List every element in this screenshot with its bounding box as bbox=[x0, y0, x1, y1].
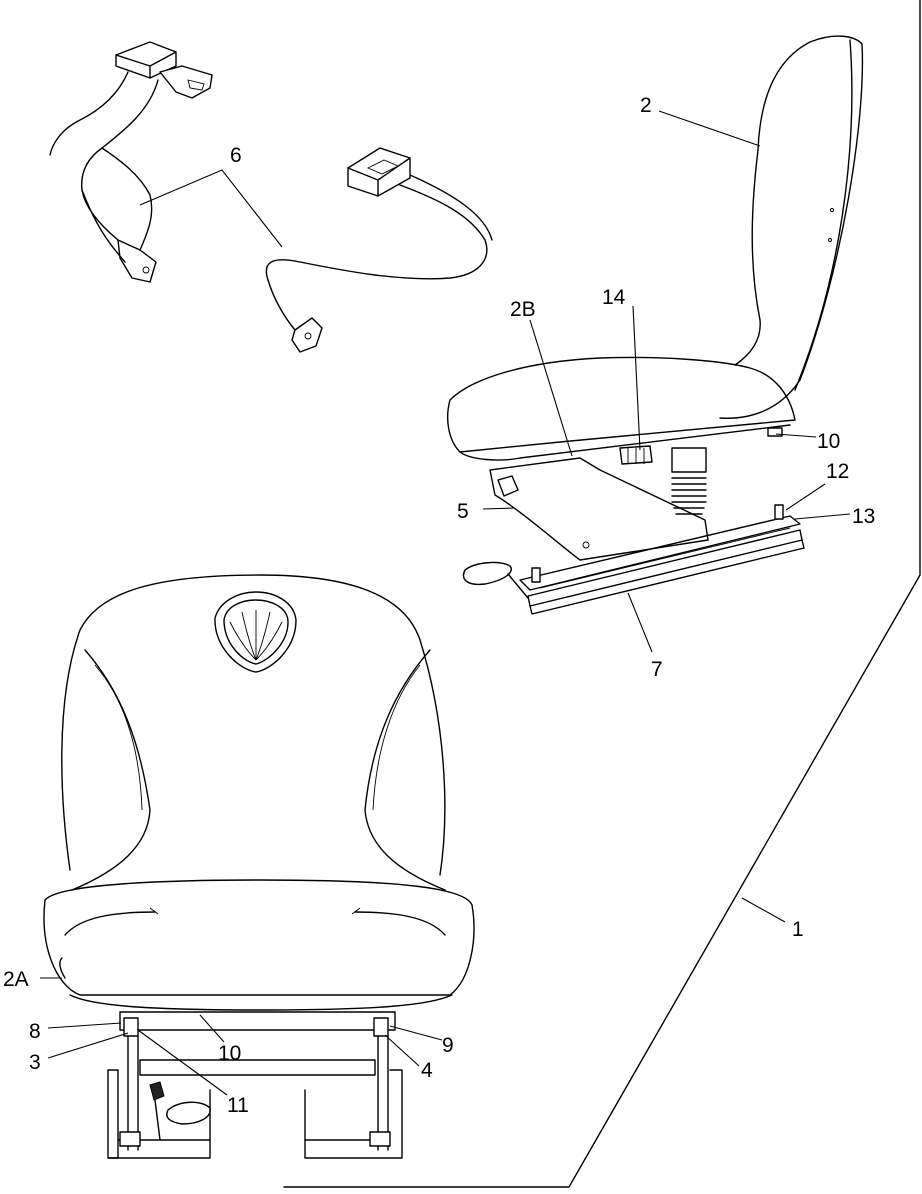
callout-4: 4 bbox=[421, 1059, 433, 1082]
seat-belt-assembly bbox=[49, 41, 493, 353]
callout-12: 12 bbox=[826, 460, 849, 483]
callout-3: 3 bbox=[29, 1051, 41, 1074]
callout-2: 2 bbox=[640, 94, 652, 117]
callout-11: 11 bbox=[227, 1094, 249, 1117]
callout-13: 13 bbox=[852, 505, 875, 528]
callout-1: 1 bbox=[792, 918, 804, 941]
callout-8: 8 bbox=[29, 1020, 41, 1043]
seat-front-view bbox=[43, 574, 475, 1159]
callout-6: 6 bbox=[230, 144, 242, 167]
callout-9: 9 bbox=[442, 1034, 454, 1057]
callout-7: 7 bbox=[651, 658, 663, 681]
callout-2A: 2A bbox=[3, 968, 29, 991]
callout-10-side: 10 bbox=[817, 430, 840, 453]
brand-logo bbox=[214, 591, 297, 673]
leader-lines bbox=[40, 110, 851, 1096]
seat-side-view bbox=[447, 35, 864, 615]
callout-2B: 2B bbox=[510, 298, 536, 321]
callout-labels: 1 2 2A 2B 3 4 5 6 7 8 9 10 10 11 12 13 1… bbox=[3, 94, 875, 1117]
kit-boundary-line bbox=[283, 0, 921, 1188]
callout-14: 14 bbox=[602, 286, 626, 309]
callout-10-front: 10 bbox=[218, 1042, 241, 1065]
callout-5: 5 bbox=[457, 500, 469, 523]
